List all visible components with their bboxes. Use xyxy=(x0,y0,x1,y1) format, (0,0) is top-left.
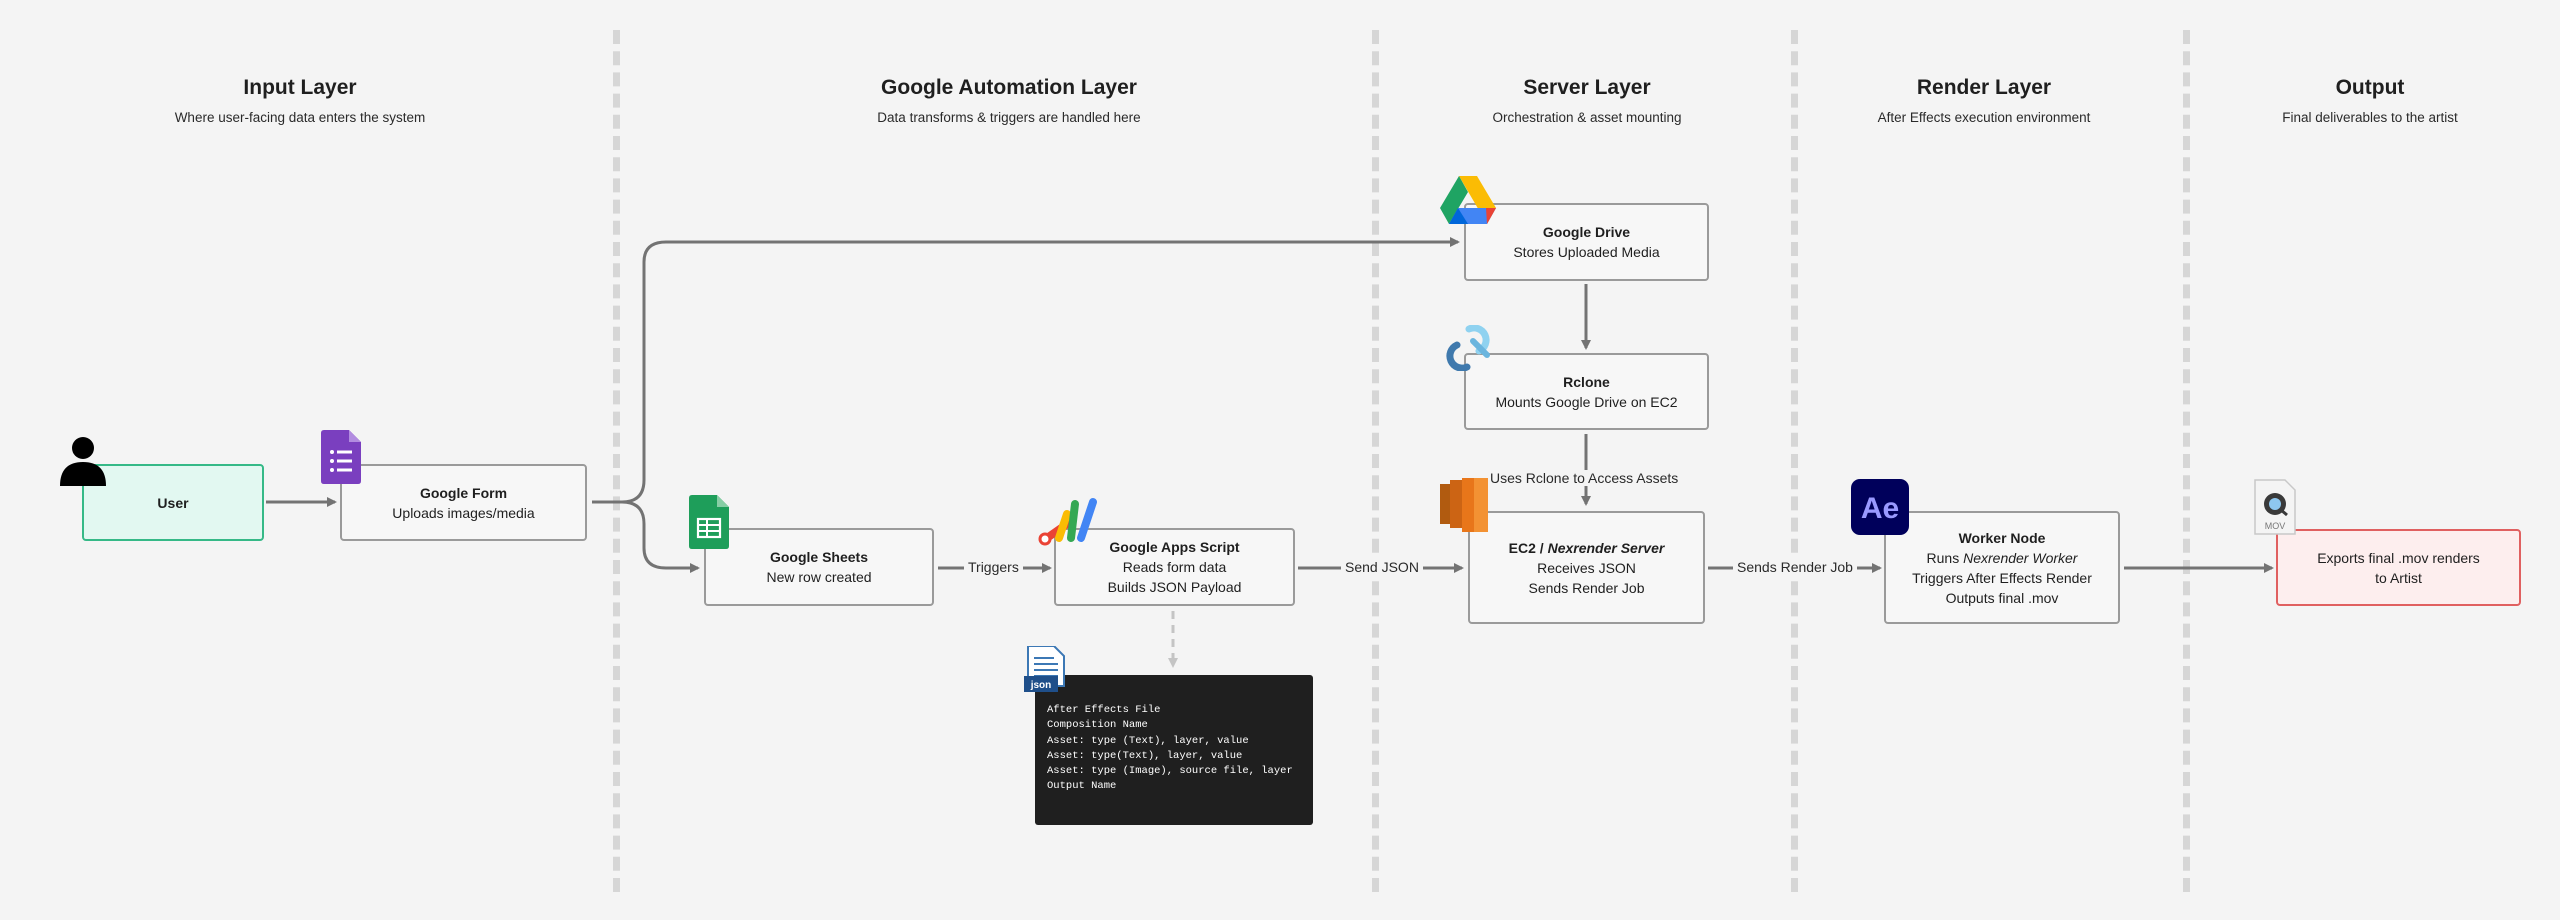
json-payload-line: Composition Name xyxy=(1047,719,1148,732)
google-drive-icon xyxy=(1440,176,1496,224)
node-rclone: Rclone Mounts Google Drive on EC2 xyxy=(1464,353,1709,430)
node-output: Exports final .mov renders to Artist xyxy=(2276,529,2521,606)
layer-divider xyxy=(613,30,620,892)
node-title: Worker Node xyxy=(1958,529,2046,546)
layer-subtitle: Data transforms & triggers are handled h… xyxy=(877,110,1141,125)
json-payload-line: Asset: type (Text), layer, value xyxy=(1047,734,1249,747)
layer-subtitle: Where user-facing data enters the system xyxy=(174,110,426,125)
node-title: Google Apps Script xyxy=(1109,539,1240,555)
node-title-emphasis: Nexrender Server xyxy=(1547,539,1665,556)
node-line: to Artist xyxy=(2375,569,2422,586)
google-sheets-icon xyxy=(689,495,729,549)
node-line: Runs Nexrender Worker xyxy=(1927,548,2078,568)
node-ec2-nexrender-server: EC2 / Nexrender Server Receives JSON Sen… xyxy=(1468,511,1705,624)
after-effects-icon: Ae xyxy=(1851,479,1909,535)
layer-header-input: Input Layer Where user-facing data enter… xyxy=(40,76,560,125)
layer-header-output: Output Final deliverables to the artist xyxy=(2110,76,2560,125)
node-line: Mounts Google Drive on EC2 xyxy=(1495,393,1678,410)
json-payload-line: Asset: type(Text), layer, value xyxy=(1047,749,1243,762)
layer-header-server: Server Layer Orchestration & asset mount… xyxy=(1327,76,1847,125)
node-title: User xyxy=(157,494,189,511)
node-google-form: Google Form Uploads images/media xyxy=(340,464,587,541)
layer-title: Input Layer xyxy=(243,76,357,99)
node-worker: Worker Node Runs Nexrender Worker Trigge… xyxy=(1884,511,2120,624)
layer-title: Server Layer xyxy=(1523,76,1651,99)
node-title: Rclone xyxy=(1563,373,1610,390)
edge-label-sends-render-job: Sends Render Job xyxy=(1733,559,1857,575)
node-line: Outputs final .mov xyxy=(1945,589,2059,606)
aws-ec2-icon xyxy=(1440,478,1488,532)
edge-label-send-json: Send JSON xyxy=(1341,559,1423,575)
json-payload-line: After Effects File xyxy=(1047,704,1161,716)
node-line: Builds JSON Payload xyxy=(1107,579,1242,595)
json-file-icon-label: json xyxy=(1030,680,1052,691)
layer-divider xyxy=(1372,30,1379,892)
node-line: Stores Uploaded Media xyxy=(1513,244,1660,260)
json-payload-line: Asset: type (Image), source file, layer xyxy=(1047,765,1293,778)
edge-label-uses-rclone: Uses Rclone to Access Assets xyxy=(1486,470,1683,486)
arrow-form-to-drive xyxy=(592,237,1460,504)
node-line: Reads form data xyxy=(1122,559,1227,575)
node-line: Receives JSON xyxy=(1537,559,1636,576)
json-payload-line: Output Name xyxy=(1047,780,1117,793)
arrow-form-to-sheets xyxy=(621,500,700,573)
node-title: Google Sheets xyxy=(769,549,869,565)
layer-header-google-automation: Google Automation Layer Data transforms … xyxy=(749,76,1269,125)
node-title: EC2 / Nexrender Server xyxy=(1509,538,1665,558)
node-line: Exports final .mov renders xyxy=(2317,549,2480,566)
mov-file-icon-label: MOV xyxy=(2265,521,2286,531)
node-title-prefix: EC2 / xyxy=(1508,539,1548,556)
node-title: Google Form xyxy=(419,484,508,501)
layer-subtitle: After Effects execution environment xyxy=(1877,110,2091,125)
node-user: User xyxy=(82,464,264,541)
layer-divider xyxy=(2183,30,2190,892)
layer-header-render: Render Layer After Effects execution env… xyxy=(1724,76,2244,125)
google-apps-script-icon xyxy=(1038,498,1097,546)
json-payload-block: After Effects File Composition Name Asse… xyxy=(1035,675,1313,825)
node-line: New row created xyxy=(766,569,872,585)
node-google-drive: Google Drive Stores Uploaded Media xyxy=(1464,203,1709,281)
layer-title: Google Automation Layer xyxy=(881,76,1137,99)
user-person-icon xyxy=(60,437,106,486)
layer-divider xyxy=(1791,30,1798,892)
node-google-apps-script: Google Apps Script Reads form data Build… xyxy=(1054,528,1295,606)
layer-subtitle: Orchestration & asset mounting xyxy=(1492,110,1682,125)
rclone-icon xyxy=(1446,325,1490,371)
node-line-emphasis: Nexrender Worker xyxy=(1963,549,2078,566)
node-line-prefix: Runs xyxy=(1926,549,1964,566)
node-line: Triggers After Effects Render xyxy=(1912,569,2092,586)
google-forms-icon xyxy=(321,430,361,484)
mov-file-icon: MOV xyxy=(2254,479,2296,535)
node-title: Google Drive xyxy=(1542,224,1631,240)
node-line: Uploads images/media xyxy=(392,504,535,521)
layer-title: Render Layer xyxy=(1916,76,2052,99)
layer-title: Output xyxy=(2335,76,2405,99)
json-file-icon: json xyxy=(1024,646,1065,692)
edge-label-triggers: Triggers xyxy=(964,559,1023,575)
node-google-sheets: Google Sheets New row created xyxy=(704,528,934,606)
node-line: Sends Render Job xyxy=(1528,579,1645,596)
layer-subtitle: Final deliverables to the artist xyxy=(2282,110,2458,125)
after-effects-icon-label: Ae xyxy=(1861,492,1899,525)
